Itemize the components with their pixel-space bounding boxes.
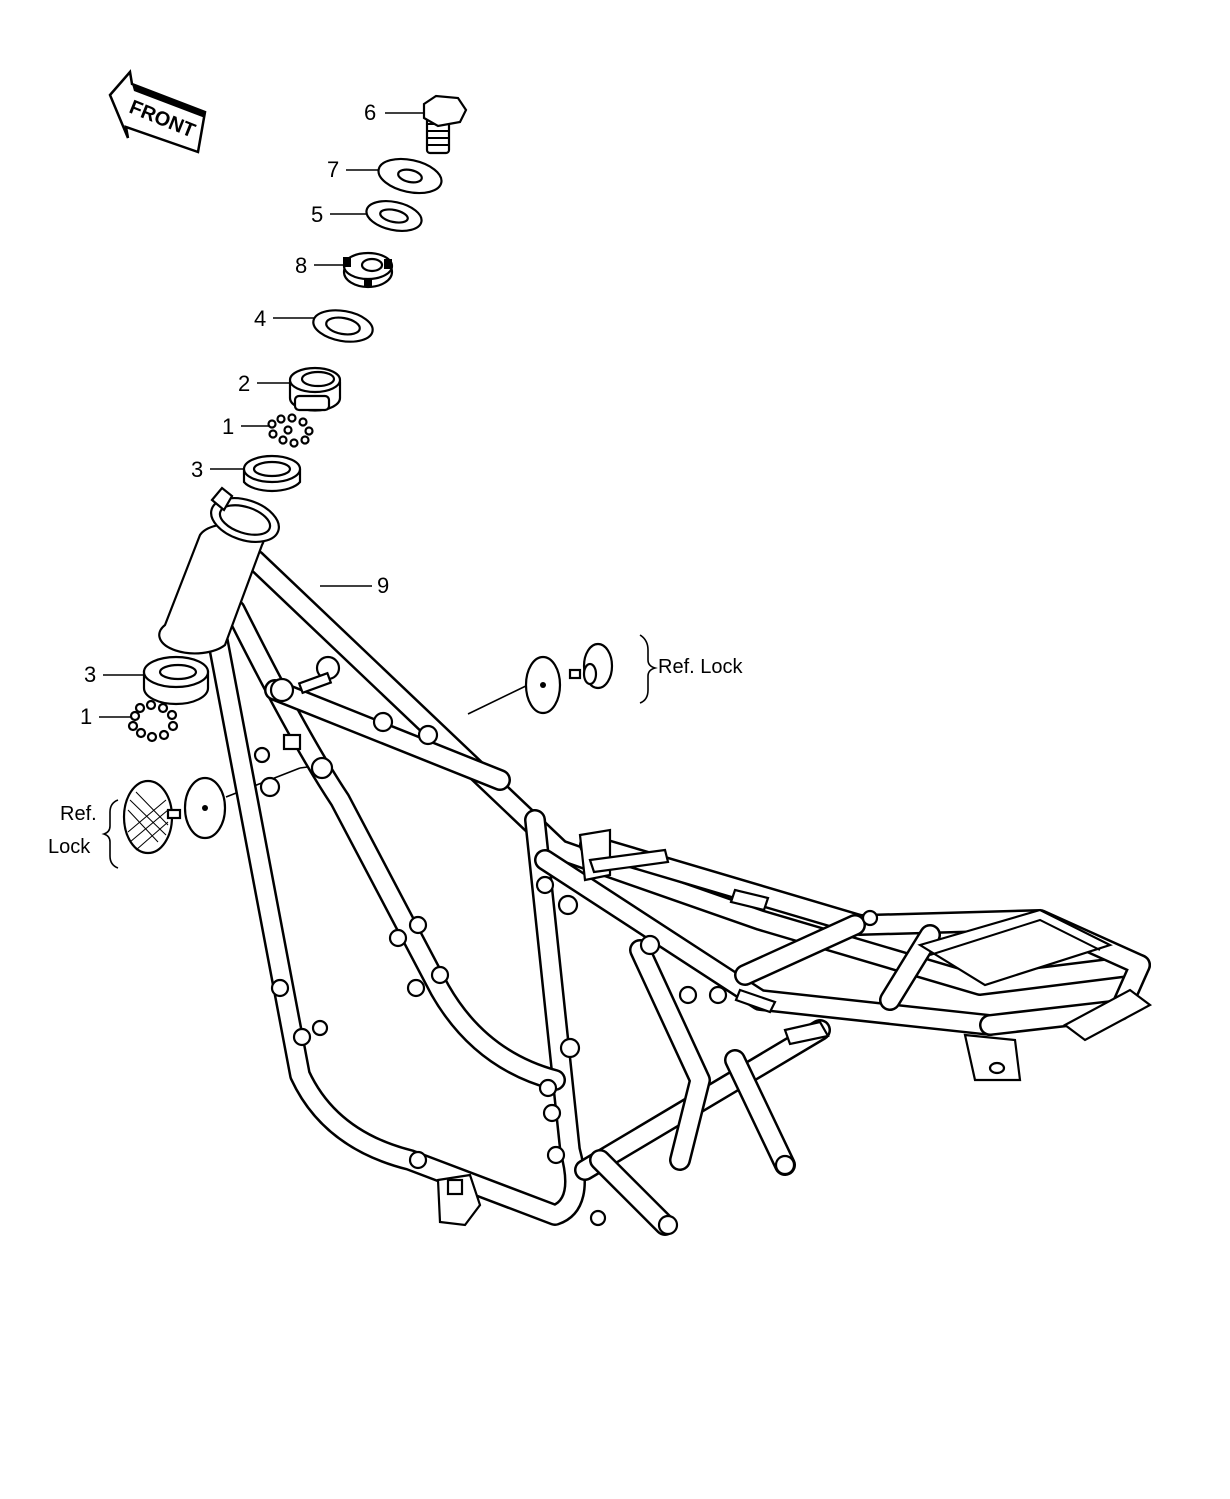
ref-lock-left-line2: Lock xyxy=(48,836,91,858)
brace-right xyxy=(639,634,658,704)
callout-1-lower: 1 xyxy=(80,704,92,729)
steering-stem-bolt xyxy=(422,94,468,155)
stem-nut-8 xyxy=(342,251,394,289)
bearing-cup-lower xyxy=(142,655,210,706)
frame-9 xyxy=(158,486,1153,1236)
callout-7: 7 xyxy=(327,157,339,182)
dust-seal-4 xyxy=(312,309,374,343)
front-arrow-icon: FRONT xyxy=(108,69,207,154)
callout-4: 4 xyxy=(254,306,266,331)
callout-9: 9 xyxy=(377,573,389,598)
ref-lock-left-line1: Ref. xyxy=(60,803,97,825)
brace-left xyxy=(101,799,119,869)
callout-1-upper: 1 xyxy=(222,414,234,439)
ref-lock-right: Ref. Lock xyxy=(658,656,743,678)
ref-lock-left-parts xyxy=(122,776,227,855)
bearing-race-2 xyxy=(288,366,342,412)
callout-6: 6 xyxy=(364,100,376,125)
steel-balls-upper xyxy=(267,413,314,448)
ref-lock-right-parts xyxy=(524,642,614,715)
steel-balls-lower xyxy=(127,699,179,743)
bearing-cup-upper xyxy=(242,454,302,493)
callout-2: 2 xyxy=(238,371,250,396)
callout-8: 8 xyxy=(295,253,307,278)
callout-3-lower: 3 xyxy=(84,662,96,687)
callout-3-upper: 3 xyxy=(191,457,203,482)
washer-7 xyxy=(377,157,443,195)
callout-5: 5 xyxy=(311,202,323,227)
washer-5 xyxy=(365,200,423,232)
